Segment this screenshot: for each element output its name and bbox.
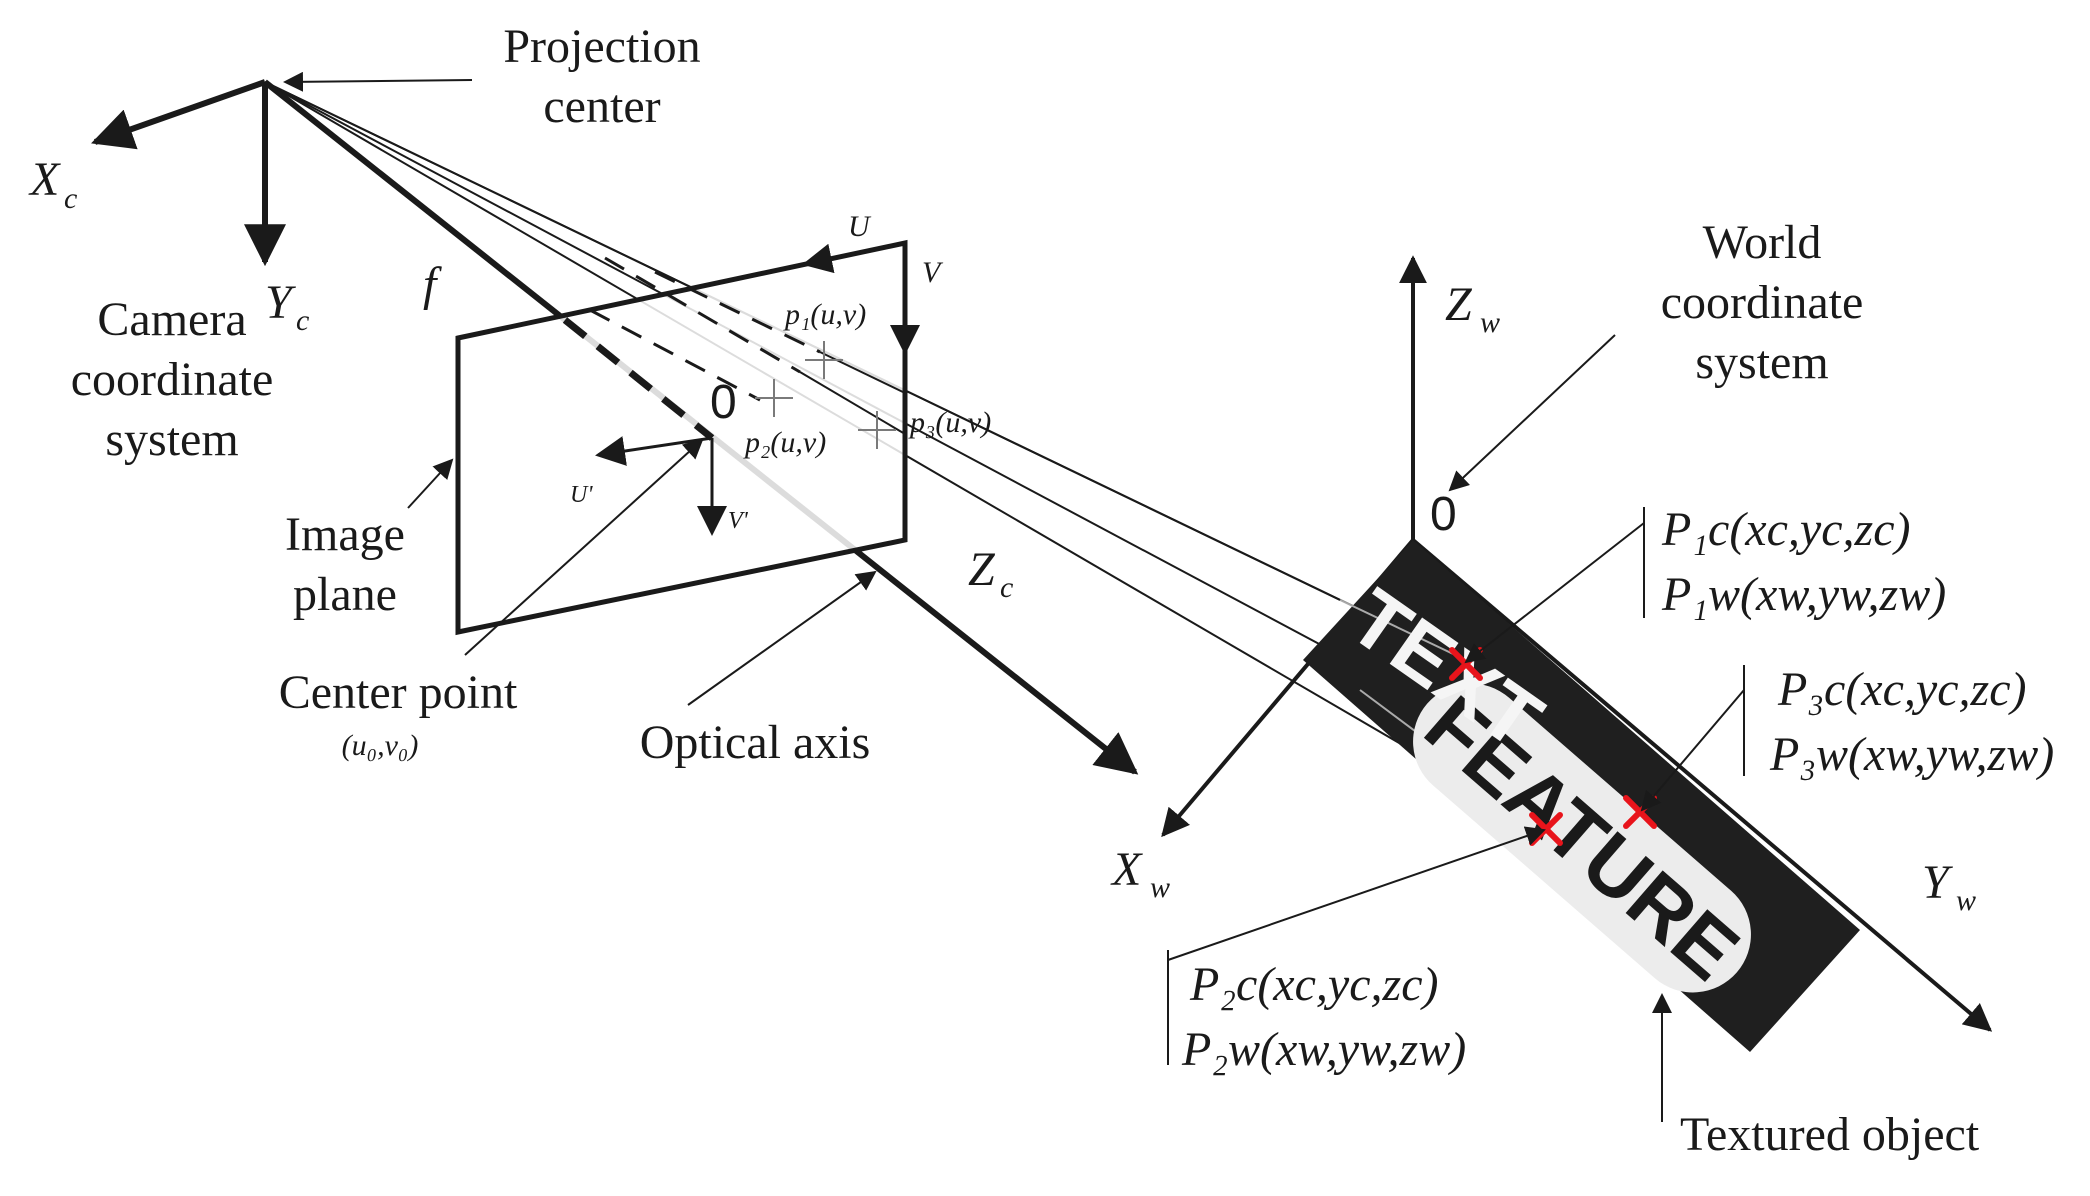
- plane-ray-1: [819, 351, 906, 394]
- world-y-label: Y w: [1922, 856, 1976, 917]
- textured-object: FEATURE TEXT: [1303, 540, 1860, 1052]
- svg-text:Y: Y: [265, 276, 296, 329]
- camera-z-label: Z c: [968, 543, 1013, 604]
- world-title-line3: system: [1695, 336, 1828, 389]
- camera-title-line2: coordinate: [71, 353, 274, 406]
- image-point-p3-marker: [858, 411, 896, 449]
- camera-y-label: Y c: [265, 276, 309, 337]
- v-prime-label: V': [728, 508, 749, 534]
- svg-text:Z: Z: [1445, 278, 1473, 331]
- camera-x-label: X c: [28, 153, 77, 215]
- callout-lines: [283, 71, 1745, 1122]
- p1-world-coords: P₁w(xw,yw,zw): [1661, 568, 1946, 621]
- optical-axis-label: Optical axis: [640, 716, 871, 769]
- image-plane-line2: plane: [293, 568, 397, 621]
- projection-center-line1: Projection: [503, 20, 700, 73]
- textured-object-label: Textured object: [1680, 1108, 1980, 1161]
- camera-title-line1: Camera: [97, 293, 246, 346]
- optical-axis-leader: [687, 570, 877, 706]
- world-title-leader: [1448, 334, 1616, 492]
- u-label: U: [848, 210, 872, 243]
- world-origin-label: 0: [1430, 488, 1457, 541]
- center-point-label: Center point: [279, 666, 518, 719]
- p1-camera-coords: P₁c(xc,yc,zc): [1661, 503, 1910, 556]
- p1-leader: [1464, 522, 1645, 664]
- dashed-ray-2: [604, 256, 801, 374]
- projection-center-line2: center: [543, 80, 660, 133]
- p3-world-coords: P₃w(xw,yw,zw): [1769, 728, 2054, 781]
- p3-camera-coords: P₃c(xc,yc,zc): [1777, 663, 2026, 716]
- camera-title-line3: system: [105, 413, 238, 466]
- dashed-optical-axis: [562, 317, 715, 441]
- svg-text:w: w: [1150, 871, 1170, 904]
- world-title-line1: World: [1703, 216, 1822, 269]
- plane-ray-2: [799, 371, 906, 435]
- center-point-coords: (u₀,v₀): [342, 729, 419, 762]
- camera-x-axis: [91, 79, 266, 150]
- svg-text:c: c: [296, 304, 309, 337]
- svg-text:Y: Y: [1922, 856, 1953, 909]
- svg-text:Z: Z: [968, 543, 996, 596]
- p3-image-label: p₃(u,v): [908, 406, 991, 439]
- p2-world-coords: P₂w(xw,yw,zw): [1181, 1023, 1466, 1076]
- p3-leader: [1640, 689, 1745, 812]
- svg-text:c: c: [64, 182, 77, 215]
- image-origin-marker: [755, 379, 793, 417]
- world-x-label: X w: [1110, 843, 1170, 904]
- p1-image-label: p₁(u,v): [783, 298, 866, 331]
- p2-camera-coords: P₂c(xc,yc,zc): [1189, 958, 1438, 1011]
- svg-text:X: X: [1110, 843, 1143, 896]
- image-plane-line1: Image: [285, 508, 405, 561]
- image-point-p1-marker: [805, 341, 843, 379]
- svg-text:X: X: [28, 153, 61, 206]
- svg-text:c: c: [1000, 571, 1013, 604]
- projection-center-leader: [283, 71, 473, 92]
- image-plane-leader: [407, 458, 454, 509]
- p2-leader: [1167, 826, 1546, 961]
- u-arrow: [802, 241, 906, 274]
- center-point-leader: [464, 438, 704, 656]
- u-prime-label: U': [570, 482, 593, 508]
- dashed-ray-1: [654, 270, 821, 354]
- svg-text:w: w: [1480, 306, 1500, 339]
- dashed-ray-3: [589, 308, 761, 402]
- v-label: V: [922, 256, 944, 289]
- world-title-line2: coordinate: [1661, 276, 1864, 329]
- svg-text:w: w: [1956, 884, 1976, 917]
- feature-pill: [1413, 683, 1751, 993]
- image-origin-label: 0: [710, 376, 737, 429]
- image-plane: [455, 239, 920, 636]
- world-z-label: Z w: [1445, 278, 1500, 339]
- world-axes: [1161, 255, 1993, 1032]
- p2-image-label: p₂(u,v): [743, 426, 826, 459]
- focal-length-label: f: [423, 258, 442, 311]
- world-y-axis: [1411, 538, 1993, 1032]
